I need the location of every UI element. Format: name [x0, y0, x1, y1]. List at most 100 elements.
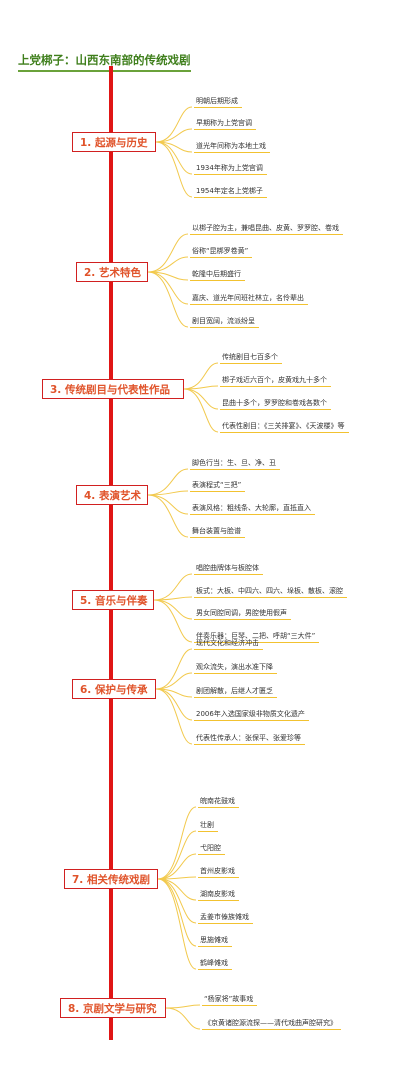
- leaf-node[interactable]: 剧团解散，后继人才匮乏: [194, 686, 277, 698]
- leaf-label: 昆曲十多个，罗罗腔和卷戏各数个: [222, 399, 327, 407]
- leaf-label: 剧目宽阔，流派纷呈: [192, 317, 255, 325]
- leaf-underline: [194, 573, 263, 575]
- branch-node[interactable]: 6. 保护与传承: [72, 679, 156, 699]
- leaf-label: 嘉庆、道光年间班社林立，名伶辈出: [192, 294, 304, 302]
- leaf-underline: [220, 362, 282, 364]
- leaf-underline: [202, 1028, 341, 1030]
- page-title: 上党梆子：山西东南部的传统戏剧: [18, 52, 191, 72]
- leaf-label: 板式：大板、中四六、四六、垛板、散板、滚腔: [196, 587, 343, 595]
- connector-curve: [155, 688, 193, 721]
- leaf-node[interactable]: 弋阳腔: [198, 843, 225, 855]
- leaf-label: 弋阳腔: [200, 844, 221, 852]
- leaf-node[interactable]: 现代文化和经济冲击: [194, 638, 263, 650]
- leaf-node[interactable]: 以梆子腔为主，兼唱昆曲、皮黄、罗罗腔、卷戏: [190, 223, 343, 235]
- timeline-spine: [109, 66, 113, 1040]
- leaf-underline: [198, 945, 232, 947]
- leaf-label: 唱腔曲牌体与板腔体: [196, 564, 259, 572]
- connector-curve: [153, 599, 193, 620]
- leaf-underline: [194, 196, 267, 198]
- leaf-node[interactable]: 梆子戏近六百个，皮黄戏九十多个: [220, 375, 331, 387]
- leaf-node[interactable]: 1934年称为上党宫调: [194, 163, 267, 175]
- leaf-node[interactable]: 1954年定名上党梆子: [194, 186, 267, 198]
- leaf-node[interactable]: 脚色行当：生、旦、净、丑: [190, 458, 280, 470]
- leaf-node[interactable]: 观众流失，演出水准下降: [194, 662, 277, 674]
- branch-node[interactable]: 2. 艺术特色: [76, 262, 148, 282]
- leaf-node[interactable]: 嘉庆、道光年间班社林立，名伶辈出: [190, 293, 308, 305]
- connector-curve: [155, 141, 193, 175]
- leaf-node[interactable]: 传统剧目七百多个: [220, 352, 282, 364]
- leaf-node[interactable]: 湖南皮影戏: [198, 889, 239, 901]
- leaf-underline: [190, 536, 245, 538]
- leaf-label: 现代文化和经济冲击: [196, 639, 259, 647]
- leaf-label: 代表性传承人：张保平、张爱珍等: [196, 734, 301, 742]
- leaf-label: 伴奏乐器：巨琴、二把、呼胡“三大件”: [196, 632, 316, 640]
- leaf-node[interactable]: 《京黄诸腔源流探——清代戏曲声腔研究》: [202, 1018, 341, 1030]
- leaf-underline: [190, 279, 245, 281]
- leaf-underline: [190, 233, 343, 235]
- connector-curve: [183, 385, 219, 390]
- branch-node[interactable]: 5. 音乐与伴奏: [72, 590, 154, 610]
- leaf-label: 孟姜市傣族傩戏: [200, 913, 249, 921]
- leaf-label: 传统剧目七百多个: [222, 353, 278, 361]
- leaf-underline: [194, 648, 263, 650]
- leaf-label: 男女同腔同调，男腔使用假声: [196, 609, 287, 617]
- connector-curve: [157, 853, 197, 880]
- leaf-label: 皖南花鼓戏: [200, 797, 235, 805]
- leaf-node[interactable]: 表演程式“三把”: [190, 480, 246, 492]
- leaf-node[interactable]: 表演风格：粗线条、大轮廓，直抵直入: [190, 503, 315, 515]
- connector-curve: [155, 128, 193, 143]
- leaf-node[interactable]: 思施傩戏: [198, 935, 232, 947]
- leaf-node[interactable]: 2006年入选国家级非物质文化遗产: [194, 709, 309, 721]
- leaf-underline: [198, 830, 218, 832]
- leaf-node[interactable]: 唱腔曲牌体与板腔体: [194, 563, 263, 575]
- leaf-underline: [198, 922, 253, 924]
- leaf-node[interactable]: 早期称为上党宫调: [194, 118, 256, 130]
- leaf-node[interactable]: 乾隆中后期盛行: [190, 269, 245, 281]
- connector-curve: [147, 490, 189, 496]
- branch-node[interactable]: 4. 表演艺术: [76, 485, 148, 505]
- leaf-underline: [190, 303, 308, 305]
- branch-node[interactable]: 7. 相关传统戏剧: [64, 869, 158, 889]
- leaf-node[interactable]: 首州皮影戏: [198, 866, 239, 878]
- leaf-label: 俗称“昆梆罗卷黄”: [192, 247, 249, 255]
- leaf-underline: [190, 513, 315, 515]
- leaf-label: 以梆子腔为主，兼唱昆曲、皮黄、罗罗腔、卷戏: [192, 224, 339, 232]
- leaf-label: 《京黄诸腔源流探——清代戏曲声腔研究》: [204, 1019, 337, 1027]
- leaf-node[interactable]: 代表性剧目：《三关排宴》、《天波楼》等: [220, 421, 349, 433]
- leaf-underline: [194, 641, 320, 643]
- leaf-node[interactable]: 皖南花鼓戏: [198, 796, 239, 808]
- leaf-node[interactable]: “杨家将”故事戏: [202, 994, 258, 1006]
- leaf-underline: [190, 468, 280, 470]
- leaf-node[interactable]: 板式：大板、中四六、四六、垛板、散板、滚腔: [194, 586, 347, 598]
- leaf-label: 乾隆中后期盛行: [192, 270, 241, 278]
- leaf-underline: [194, 696, 277, 698]
- leaf-label: 表演风格：粗线条、大轮廓，直抵直入: [192, 504, 311, 512]
- leaf-node[interactable]: 男女同腔同调，男腔使用假声: [194, 608, 291, 620]
- leaf-label: 1954年定名上党梆子: [196, 187, 263, 195]
- branch-node[interactable]: 8. 京剧文学与研究: [60, 998, 166, 1018]
- leaf-underline: [194, 106, 242, 108]
- leaf-node[interactable]: 昆曲十多个，罗罗腔和卷戏各数个: [220, 398, 331, 410]
- leaf-label: 舞台装置与脸谱: [192, 527, 241, 535]
- connector-curve: [153, 573, 193, 601]
- leaf-node[interactable]: 舞台装置与脸谱: [190, 526, 245, 538]
- leaf-node[interactable]: 俗称“昆梆罗卷黄”: [190, 246, 253, 258]
- leaf-label: 表演程式“三把”: [192, 481, 242, 489]
- leaf-node[interactable]: 孟姜市傣族傩戏: [198, 912, 253, 924]
- leaf-node[interactable]: 伴奏乐器：巨琴、二把、呼胡“三大件”: [194, 631, 320, 643]
- leaf-label: 湖南皮影戏: [200, 890, 235, 898]
- connector-curve: [147, 468, 189, 496]
- leaf-node[interactable]: 代表性传承人：张保平、张爱珍等: [194, 733, 305, 745]
- leaf-node[interactable]: 壮剧: [198, 820, 218, 832]
- branch-node[interactable]: 1. 起源与历史: [72, 132, 156, 152]
- leaf-underline: [194, 173, 267, 175]
- leaf-node[interactable]: 道光年间称为本地土戏: [194, 141, 270, 153]
- connector-curve: [155, 106, 193, 143]
- leaf-node[interactable]: 剧目宽阔，流派纷呈: [190, 316, 259, 328]
- branch-node[interactable]: 3. 传统剧目与代表性作品: [42, 379, 184, 399]
- leaf-node[interactable]: 明朝后期形成: [194, 96, 242, 108]
- leaf-underline: [194, 128, 256, 130]
- leaf-underline: [194, 596, 347, 598]
- leaf-node[interactable]: 鹤峰傩戏: [198, 958, 232, 970]
- leaf-underline: [194, 618, 291, 620]
